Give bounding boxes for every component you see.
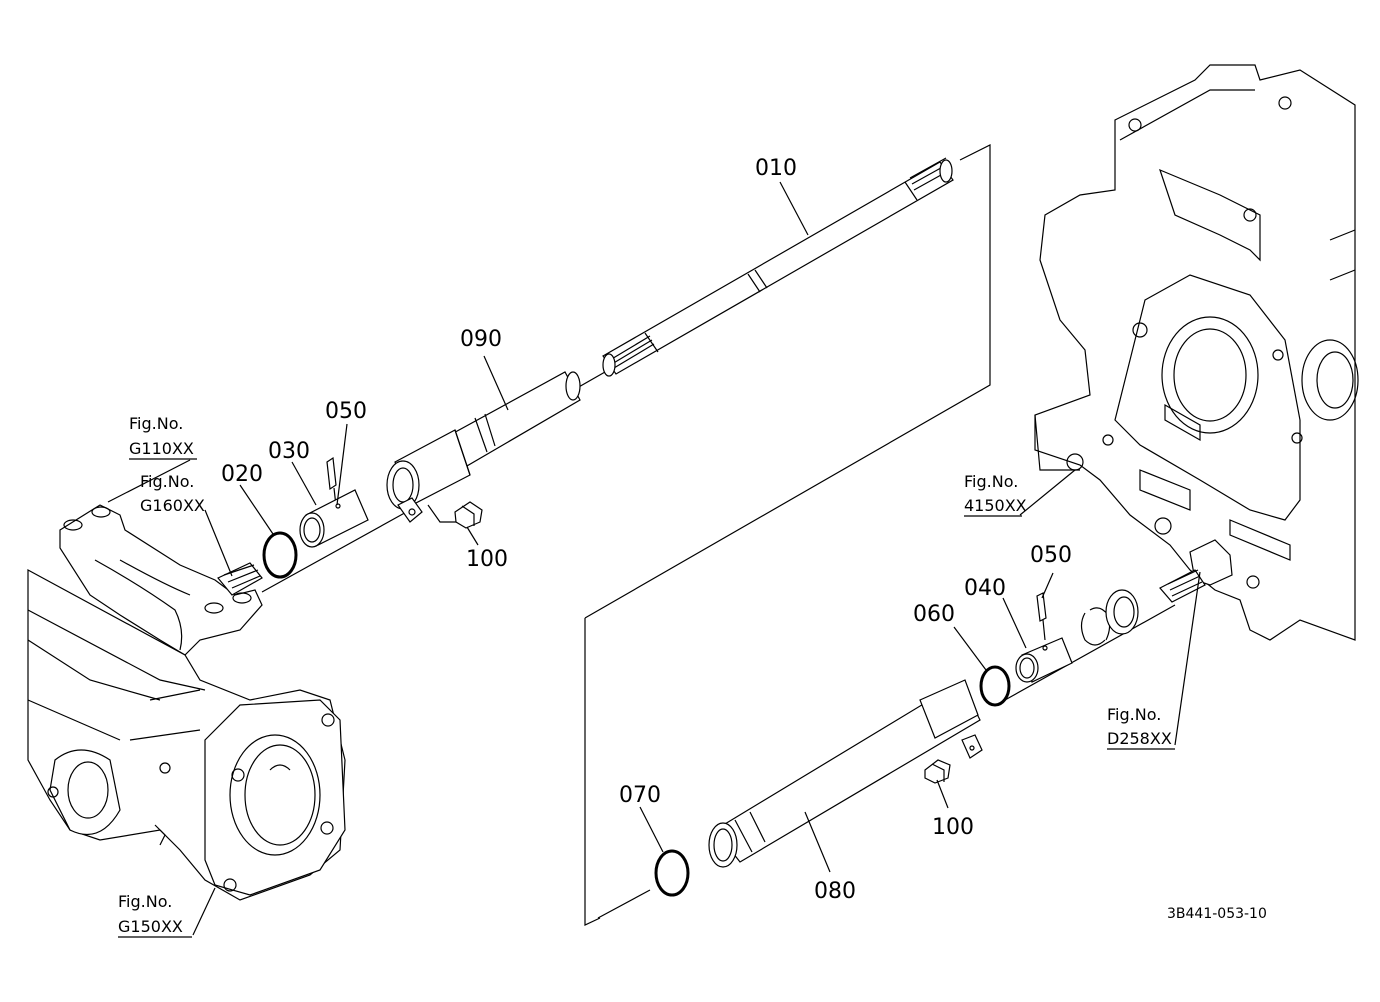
callout-060: 060: [913, 602, 955, 627]
fig-ref-4150[interactable]: Fig.No. 4150XX: [964, 472, 1027, 517]
fig-ref-g110[interactable]: Fig.No. G110XX: [129, 414, 197, 460]
fig-ref-code: D258XX: [1107, 729, 1172, 748]
callout-030: 030: [268, 439, 310, 464]
o-ring-060: [979, 665, 1011, 707]
callout-050-lower: 050: [1030, 543, 1072, 568]
fig-ref-code: G150XX: [118, 917, 183, 936]
bushing-040: [1015, 637, 1073, 683]
transmission-case: [1034, 64, 1359, 641]
callout-070: 070: [619, 783, 661, 808]
callout-040: 040: [964, 576, 1006, 601]
fig-ref-g160[interactable]: Fig.No. G160XX: [140, 472, 205, 515]
callout-010: 010: [755, 156, 797, 181]
fig-ref-g150[interactable]: Fig.No. G150XX: [118, 892, 192, 938]
oil-seal: [1105, 589, 1139, 635]
left-housing: [27, 504, 346, 901]
pin-050-upper: [326, 456, 337, 491]
leader-lines: [107, 181, 1201, 936]
fig-ref-code: 4150XX: [964, 496, 1027, 515]
pin-050-lower: [1036, 592, 1047, 622]
fig-ref-title: Fig.No.: [129, 414, 183, 433]
fig-ref-d258[interactable]: Fig.No. D258XX: [1107, 705, 1175, 750]
o-ring-070: [654, 849, 690, 897]
bushing-030: [299, 489, 369, 548]
drawing-code: 3B441-053-10: [1167, 906, 1267, 922]
snap-ring: [1080, 607, 1111, 646]
lower-axis-line: [597, 604, 1176, 919]
fig-ref-code: G110XX: [129, 439, 194, 458]
grease-fitting-100-lower: [924, 759, 951, 784]
upper-boundary-frame: [584, 144, 991, 619]
fig-ref-title: Fig.No.: [1107, 705, 1161, 724]
sleeve-090: [386, 371, 581, 523]
callout-100-upper: 100: [466, 547, 508, 572]
grease-fitting-100-upper: [427, 501, 483, 529]
fig-ref-title: Fig.No.: [140, 472, 194, 491]
fig-ref-title: Fig.No.: [118, 892, 172, 911]
callout-050-upper: 050: [325, 399, 367, 424]
fig-ref-title: Fig.No.: [964, 472, 1018, 491]
fig-ref-code: G160XX: [140, 496, 205, 515]
callout-090: 090: [460, 327, 502, 352]
o-ring-020: [262, 531, 298, 579]
tube-080: [708, 679, 983, 868]
callout-100-lower: 100: [932, 815, 974, 840]
callout-080: 080: [814, 879, 856, 904]
lower-boundary-frame: [584, 618, 601, 926]
shaft-010: [602, 157, 954, 377]
callout-020: 020: [221, 462, 263, 487]
